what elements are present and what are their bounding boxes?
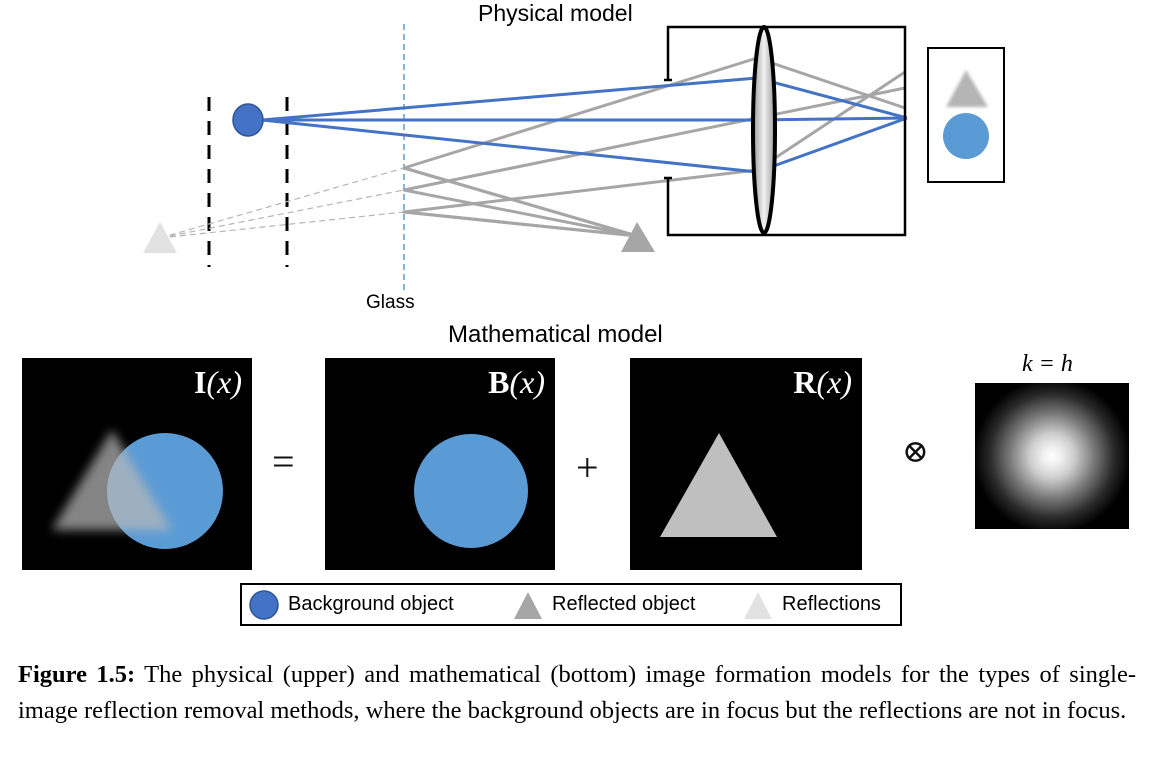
legend: Background object Reflected object Refle…	[240, 583, 902, 626]
mathematical-model-title: Mathematical model	[448, 321, 663, 348]
convolution-operator: ⊗	[902, 433, 929, 469]
physical-model-title: Physical model	[478, 0, 633, 26]
legend-label: Background object	[288, 593, 454, 615]
blue-circle-icon	[249, 589, 279, 620]
figure-caption: Figure 1.5: The physical (upper) and mat…	[18, 657, 1136, 729]
virtual-reflection-triangle	[143, 222, 177, 253]
legend-label: Reflections	[782, 593, 881, 615]
legend-item-reflected-object: Reflected object	[512, 585, 695, 624]
background-image-panel: B(x)	[325, 358, 555, 570]
reflection-image-panel: R(x)	[630, 358, 862, 570]
background-rays	[261, 76, 908, 174]
reflection-image-label: R(x)	[793, 364, 852, 400]
sensor-circle	[943, 113, 989, 159]
light-gray-triangle-icon	[744, 591, 772, 619]
equals-sign: =	[272, 439, 295, 484]
virtual-rays	[159, 167, 405, 239]
camera-lens	[751, 25, 777, 235]
physical-model-diagram	[143, 24, 1005, 290]
kernel-label: k = h	[1022, 351, 1073, 377]
background-image-label: B(x)	[488, 364, 545, 400]
glass-label: Glass	[366, 292, 415, 313]
camera-body	[666, 25, 907, 237]
legend-item-background-object: Background object	[248, 585, 454, 624]
observed-image-panel: I(x)	[22, 358, 252, 570]
legend-label: Reflected object	[552, 593, 696, 615]
reflected-object-triangle	[621, 222, 655, 252]
blur-kernel-panel	[975, 383, 1129, 529]
sensor-triangle	[946, 70, 988, 107]
legend-item-reflections: Reflections	[742, 585, 881, 624]
figure: Physical model Glass Mathematical model …	[22, 0, 1129, 626]
plus-sign: +	[576, 445, 599, 490]
observed-image-label: I(x)	[194, 364, 242, 400]
caption-text: The physical (upper) and mathematical (b…	[18, 661, 1136, 724]
background-object-circle	[232, 103, 264, 137]
caption-label: Figure 1.5:	[18, 661, 136, 688]
gray-triangle-icon	[514, 591, 542, 619]
